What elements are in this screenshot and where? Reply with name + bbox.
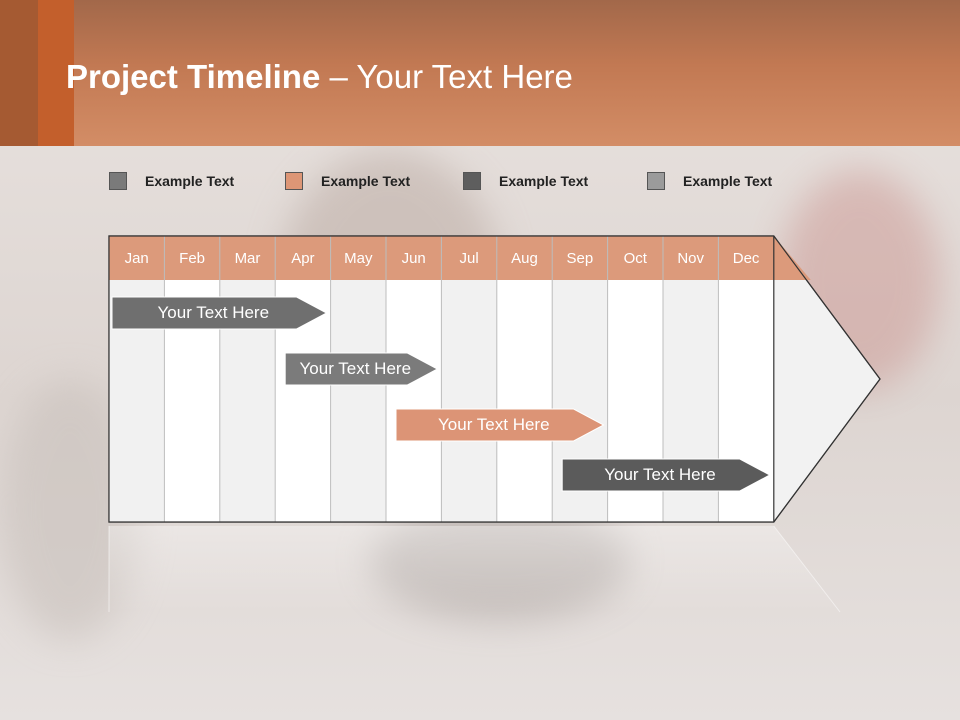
month-label: Aug	[511, 250, 538, 267]
slide-title: Project Timeline – Your Text Here	[66, 58, 573, 96]
task-bar	[111, 296, 328, 330]
month-label: Sep	[566, 250, 594, 267]
legend-item: Example Text	[285, 170, 410, 192]
month-label: Mar	[234, 250, 261, 267]
slide-title-rest: – Your Text Here	[320, 58, 573, 95]
month-label: Dec	[732, 250, 760, 267]
legend-swatch	[463, 172, 481, 190]
task-bar	[284, 352, 439, 386]
legend-swatch	[647, 172, 665, 190]
timeline-arrow-outline	[108, 235, 881, 523]
title-banner	[0, 0, 960, 146]
task-bar-label: Your Text Here	[438, 415, 550, 434]
task-bar-label: Your Text Here	[299, 359, 412, 378]
month-column	[330, 280, 386, 522]
legend-item: Example Text	[463, 170, 588, 192]
legend-swatch	[285, 172, 303, 190]
month-label: Jan	[124, 250, 149, 267]
month-label: Nov	[677, 250, 705, 267]
month-label: Jul	[459, 250, 479, 267]
month-column	[441, 280, 497, 522]
banner-accent-stripe-2	[38, 0, 74, 146]
legend-item: Example Text	[647, 170, 772, 192]
task-bar	[395, 408, 605, 442]
reflection-edge	[773, 525, 841, 613]
month-label: Feb	[179, 250, 206, 267]
task-bar-label: Your Text Here	[157, 303, 270, 322]
month-label: Apr	[291, 250, 315, 267]
month-column	[386, 280, 442, 522]
month-header-band	[109, 236, 811, 280]
legend-label: Example Text	[321, 173, 411, 189]
month-label: Oct	[623, 250, 647, 267]
month-label: May	[344, 250, 373, 267]
task-bar	[561, 458, 771, 492]
banner-accent-stripe	[0, 0, 38, 146]
month-column	[496, 280, 553, 522]
month-label: Jun	[401, 250, 426, 267]
task-bar-label: Your Text Here	[604, 465, 716, 484]
legend-item: Example Text	[109, 170, 234, 192]
legend-label: Example Text	[683, 173, 773, 189]
legend-label: Example Text	[499, 173, 589, 189]
timeline-reflection	[109, 526, 840, 612]
slide-title-bold: Project Timeline	[66, 58, 321, 95]
legend-swatch	[109, 172, 127, 190]
legend-label: Example Text	[145, 173, 235, 189]
